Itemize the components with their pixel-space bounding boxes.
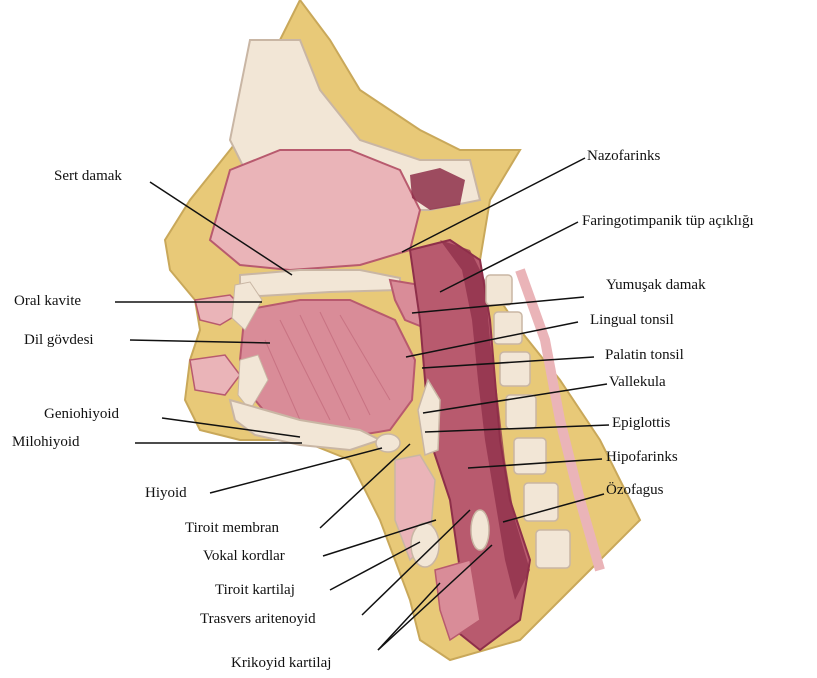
label-vokal-kordlar: Vokal kordlar — [203, 547, 285, 565]
label-yumusak-damak: Yumuşak damak — [606, 276, 706, 294]
label-tiroit-kartilaj: Tiroit kartilaj — [215, 581, 295, 599]
label-epiglottis: Epiglottis — [612, 414, 670, 432]
nasal-cavity — [210, 150, 420, 270]
label-trasvers-aritenoyid: Trasvers aritenoyid — [200, 610, 316, 628]
label-ozofagus: Özofagus — [606, 481, 663, 499]
label-krikoyid-kartilaj: Krikoyid kartilaj — [231, 654, 331, 672]
label-dil-govdesi: Dil gövdesi — [24, 331, 94, 349]
label-sert-damak: Sert damak — [54, 167, 122, 185]
label-faringotimpanik: Faringotimpanik tüp açıklığı — [582, 212, 754, 230]
label-tiroit-membran: Tiroit membran — [185, 519, 279, 537]
label-hipofarinks: Hipofarinks — [606, 448, 678, 466]
label-lingual-tonsil: Lingual tonsil — [590, 311, 674, 329]
label-hiyoid: Hiyoid — [145, 484, 187, 502]
label-oral-kavite: Oral kavite — [14, 292, 81, 310]
arytenoid — [471, 510, 489, 550]
label-milohiyoid: Milohiyoid — [12, 433, 80, 451]
label-palatin-tonsil: Palatin tonsil — [605, 346, 684, 364]
label-geniohiyoid: Geniohiyoid — [44, 405, 119, 423]
label-nazofarinks: Nazofarinks — [587, 147, 660, 165]
label-vallekula: Vallekula — [609, 373, 666, 391]
